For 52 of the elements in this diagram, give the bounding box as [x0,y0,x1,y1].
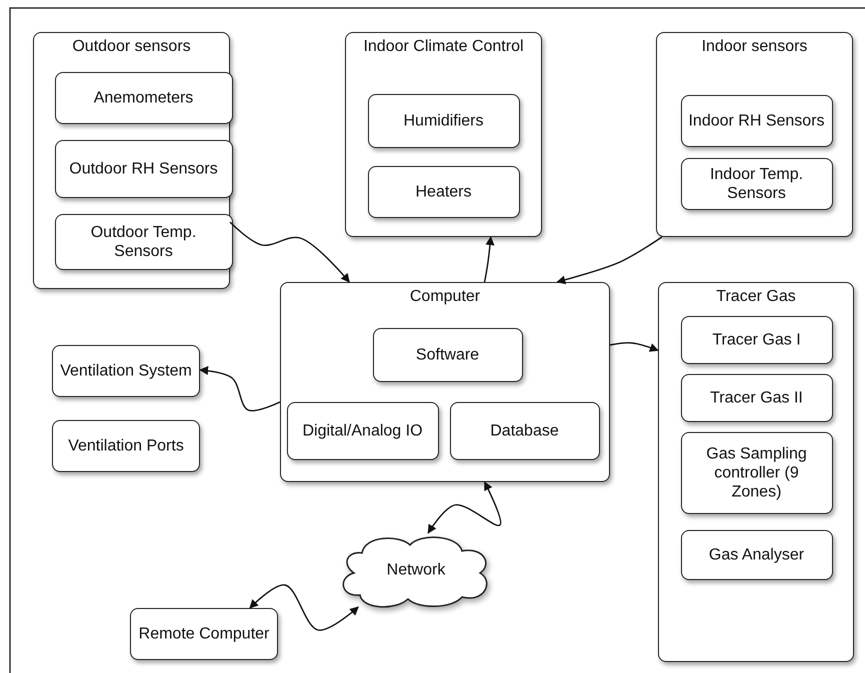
group-title: Indoor sensors [700,37,808,56]
component-label: Software [414,345,480,364]
component-label: Tracer Gas I [711,330,802,349]
group-panel [33,32,230,289]
group-title: Indoor Climate Control [362,37,525,56]
connector-arrow [199,366,280,412]
component-box [372,328,522,382]
component-label: Remote Computer [138,624,270,644]
connector-arrow [230,222,350,283]
group-title: Computer [408,287,482,306]
group-panel [656,32,853,237]
component-box [130,608,278,660]
component-box [286,402,438,460]
component-label: Tracer Gas II [709,388,804,407]
connector-arrow [484,236,494,282]
component-label: Gas Sampling controller (9 Zones) [705,444,808,501]
component-box [680,316,832,364]
component-label: Ventilation Ports [67,436,185,456]
component-label: Outdoor RH Sensors [68,159,219,178]
component-box [54,140,232,198]
component-box [368,94,520,148]
component-box [54,214,232,270]
component-label: Network [386,560,446,580]
component-box [368,166,520,218]
component-box [680,94,832,146]
component-label: Digital/Analog IO [301,421,424,440]
component-label: Indoor Temp. Sensors [708,164,804,202]
group-panel [658,282,854,662]
component-label: Anemometers [92,88,194,107]
component-box [52,420,200,472]
component-box [680,432,832,514]
connector-arrow [428,481,502,534]
connector-arrow [610,342,659,352]
component-box [680,530,832,580]
group-panel [345,32,542,237]
group-title: Outdoor sensors [71,37,192,56]
group-panel [280,282,610,482]
component-box [680,158,832,210]
component-label: Ventilation System [59,362,193,380]
component-label: Database [489,421,560,440]
component-label: Outdoor Temp. Sensors [90,222,198,260]
component-box [680,374,832,422]
component-box [450,402,600,460]
component-box [54,72,232,124]
group-title: Tracer Gas [715,287,797,306]
component-box [52,345,200,397]
component-label: Indoor RH Sensors [687,111,826,130]
component-label: Humidifiers [402,111,484,130]
connector-arrow [249,584,359,631]
component-label: Gas Analyser [708,545,806,564]
component-label: Heaters [414,182,473,201]
connector-arrow [556,236,662,284]
